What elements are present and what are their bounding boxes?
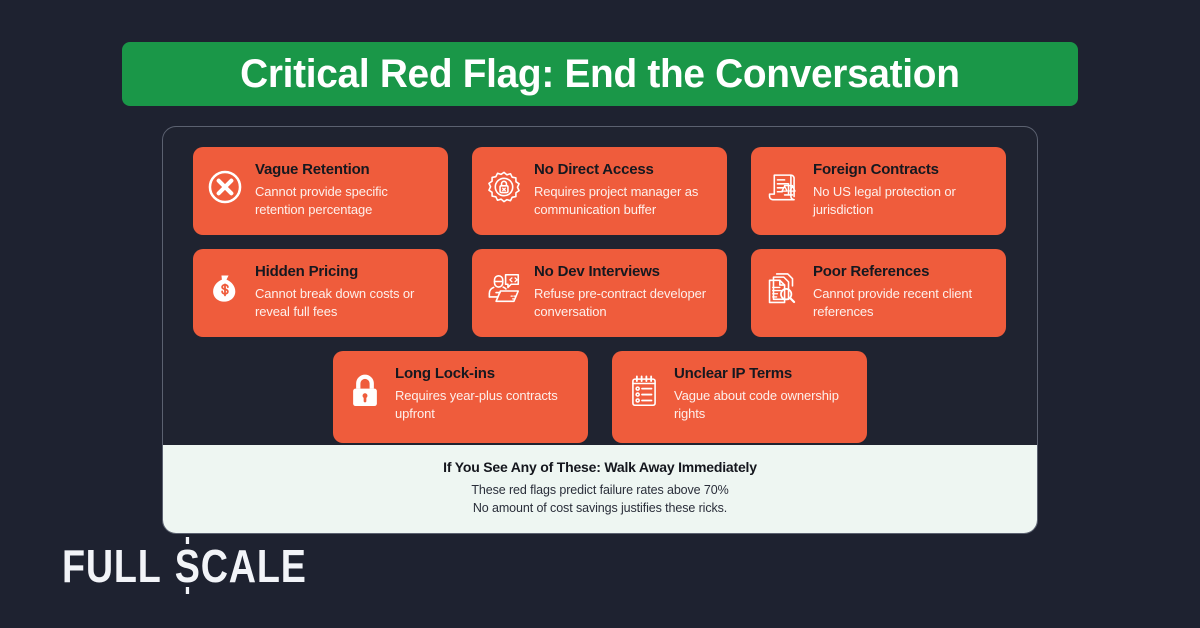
red-flags-panel: Vague Retention Cannot provide specific … [162, 126, 1038, 534]
card-description: Requires year-plus contracts upfront [395, 388, 558, 422]
card-row-3: Long Lock-ins Requires year-plus contrac… [193, 351, 1007, 443]
card-text: Long Lock-ins Requires year-plus contrac… [395, 365, 574, 423]
card-row-2: Hidden Pricing Cannot break down costs o… [193, 249, 1007, 337]
footer-line-1: These red flags predict failure rates ab… [471, 482, 729, 497]
logo-word-cale: CALE [200, 540, 307, 592]
card-unclear-ip-terms[interactable]: Unclear IP Terms Vague about code owners… [612, 351, 867, 443]
full-scale-logo: FULL S CALE [62, 543, 307, 589]
page-title: Critical Red Flag: End the Conversation [240, 52, 960, 96]
card-description: Cannot provide specific retention percen… [255, 184, 388, 218]
clipboard-checklist-icon [624, 369, 664, 413]
card-vague-retention[interactable]: Vague Retention Cannot provide specific … [193, 147, 448, 235]
card-text: Vague Retention Cannot provide specific … [255, 161, 434, 219]
footer-line-2: No amount of cost savings justifies thes… [472, 500, 728, 515]
circle-x-icon [205, 165, 245, 209]
card-hidden-pricing[interactable]: Hidden Pricing Cannot break down costs o… [193, 249, 448, 337]
money-bag-icon [205, 267, 245, 311]
footer-headline: If You See Any of These: Walk Away Immed… [443, 458, 757, 475]
card-foreign-contracts[interactable]: Foreign Contracts No US legal protection… [751, 147, 1006, 235]
card-no-dev-interviews[interactable]: No Dev Interviews Refuse pre-contract de… [472, 249, 727, 337]
card-title: No Direct Access [534, 161, 654, 178]
card-title: Foreign Contracts [813, 161, 939, 178]
cards-container: Vague Retention Cannot provide specific … [163, 127, 1037, 445]
gear-lock-icon [484, 165, 524, 209]
card-text: Poor References Cannot provide recent cl… [813, 263, 992, 321]
card-text: Foreign Contracts No US legal protection… [813, 161, 992, 219]
card-text: Hidden Pricing Cannot break down costs o… [255, 263, 434, 321]
developer-code-chat-icon [484, 267, 524, 311]
footer-callout: If You See Any of These: Walk Away Immed… [163, 444, 1037, 533]
logo-dollar-s: S [174, 540, 201, 592]
card-title: Hidden Pricing [255, 263, 359, 280]
card-title: No Dev Interviews [534, 263, 660, 280]
card-description: Cannot provide recent client references [813, 286, 973, 320]
card-description: No US legal protection or jurisdiction [813, 184, 956, 218]
card-description: Refuse pre-contract developer conversati… [534, 286, 706, 320]
card-description: Cannot break down costs or reveal full f… [255, 286, 415, 320]
card-no-direct-access[interactable]: No Direct Access Requires project manage… [472, 147, 727, 235]
card-description: Vague about code ownership rights [674, 388, 839, 422]
padlock-icon [345, 369, 385, 413]
card-text: No Dev Interviews Refuse pre-contract de… [534, 263, 713, 321]
legal-scroll-scales-icon [763, 165, 803, 209]
logo-word-full: FULL [62, 540, 162, 592]
card-title: Unclear IP Terms [674, 365, 792, 382]
card-description: Requires project manager as communicatio… [534, 184, 699, 218]
documents-magnifier-icon [763, 267, 803, 311]
card-text: No Direct Access Requires project manage… [534, 161, 713, 219]
card-title: Vague Retention [255, 161, 370, 178]
card-title: Long Lock-ins [395, 365, 495, 382]
title-banner: Critical Red Flag: End the Conversation [122, 42, 1078, 106]
card-title: Poor References [813, 263, 930, 280]
card-long-lock-ins[interactable]: Long Lock-ins Requires year-plus contrac… [333, 351, 588, 443]
card-row-1: Vague Retention Cannot provide specific … [193, 147, 1007, 235]
card-poor-references[interactable]: Poor References Cannot provide recent cl… [751, 249, 1006, 337]
card-text: Unclear IP Terms Vague about code owners… [674, 365, 853, 423]
